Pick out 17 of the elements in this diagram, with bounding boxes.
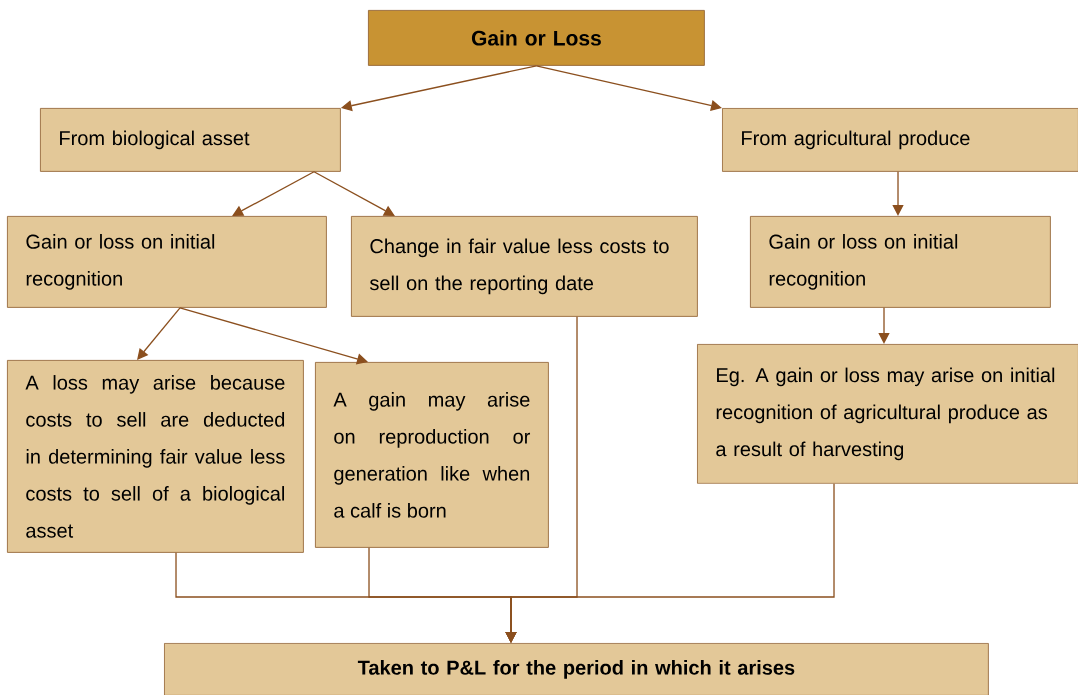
process-box: Change in fair value less costs to sell on the reporting date <box>351 216 698 317</box>
arrow <box>137 307 181 360</box>
arrow <box>313 171 395 216</box>
process-box: From agricultural produce <box>722 108 1078 172</box>
title-box: Gain or Loss <box>368 10 705 66</box>
process-box: Eg. A gain or loss may arise on initial recognition of agricultural produce as a result of harvesting <box>697 344 1078 484</box>
process-box: Gain or loss on initial recognition <box>750 216 1051 308</box>
arrow <box>179 307 368 365</box>
result-box: Taken to P&L for the period in which it arises <box>164 643 989 695</box>
process-box: A gain may arise on reproduction or generation like when a calf is born <box>315 362 549 548</box>
arrow <box>878 307 890 344</box>
process-box: Gain or loss on initial recognition <box>7 216 327 308</box>
process-box: A loss may arise because costs to sell are deducted in determining fair value less costs to sell of a biological asset <box>7 360 304 553</box>
arrow <box>505 483 835 643</box>
arrow <box>892 171 904 216</box>
arrow <box>232 171 315 216</box>
process-box: From biological asset <box>40 108 341 172</box>
